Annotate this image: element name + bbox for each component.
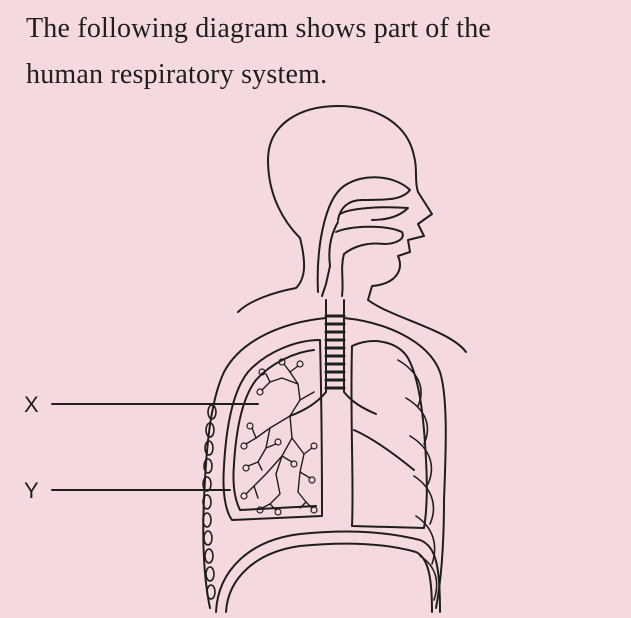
nasal-cavity-inner xyxy=(339,206,409,221)
chest-wall-left xyxy=(202,317,327,609)
label-x: X xyxy=(24,392,39,417)
left-lung-pleura xyxy=(232,349,317,511)
ribs-right xyxy=(397,359,438,601)
bronchial-tree xyxy=(245,363,315,511)
question-line-2: human respiratory system. xyxy=(26,59,328,90)
alveoli-clusters xyxy=(240,358,318,516)
diaphragm-inner xyxy=(225,542,433,613)
head-outline xyxy=(237,105,467,353)
right-lung-lobe-fissure xyxy=(353,429,415,471)
question-text: The following diagram shows part of the … xyxy=(26,6,626,98)
chest-wall-right xyxy=(343,317,447,609)
label-y: Y xyxy=(24,478,39,503)
question-line-1: The following diagram shows part of the xyxy=(26,13,492,44)
left-bronchus xyxy=(289,391,327,417)
trachea-cartilage-rings xyxy=(324,314,346,390)
diaphragm xyxy=(215,530,441,613)
pharynx xyxy=(321,221,339,297)
oral-cavity xyxy=(335,225,404,255)
pharynx-back xyxy=(341,253,345,297)
nasal-cavity xyxy=(316,176,411,293)
left-lung xyxy=(222,339,323,521)
right-lung xyxy=(350,340,428,529)
right-bronchus xyxy=(343,391,377,415)
